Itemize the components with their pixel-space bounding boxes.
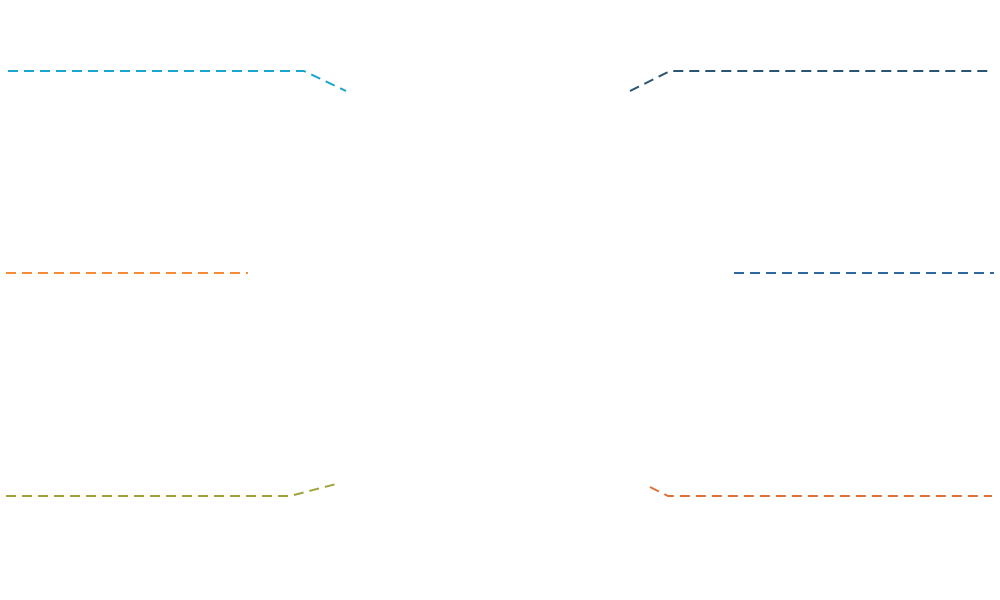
connector-line-bottom-right: [649, 486, 992, 497]
connector-line-bottom-left: [6, 482, 341, 497]
connector-line-top-right: [629, 70, 992, 92]
connector-line-top-left: [8, 70, 347, 92]
